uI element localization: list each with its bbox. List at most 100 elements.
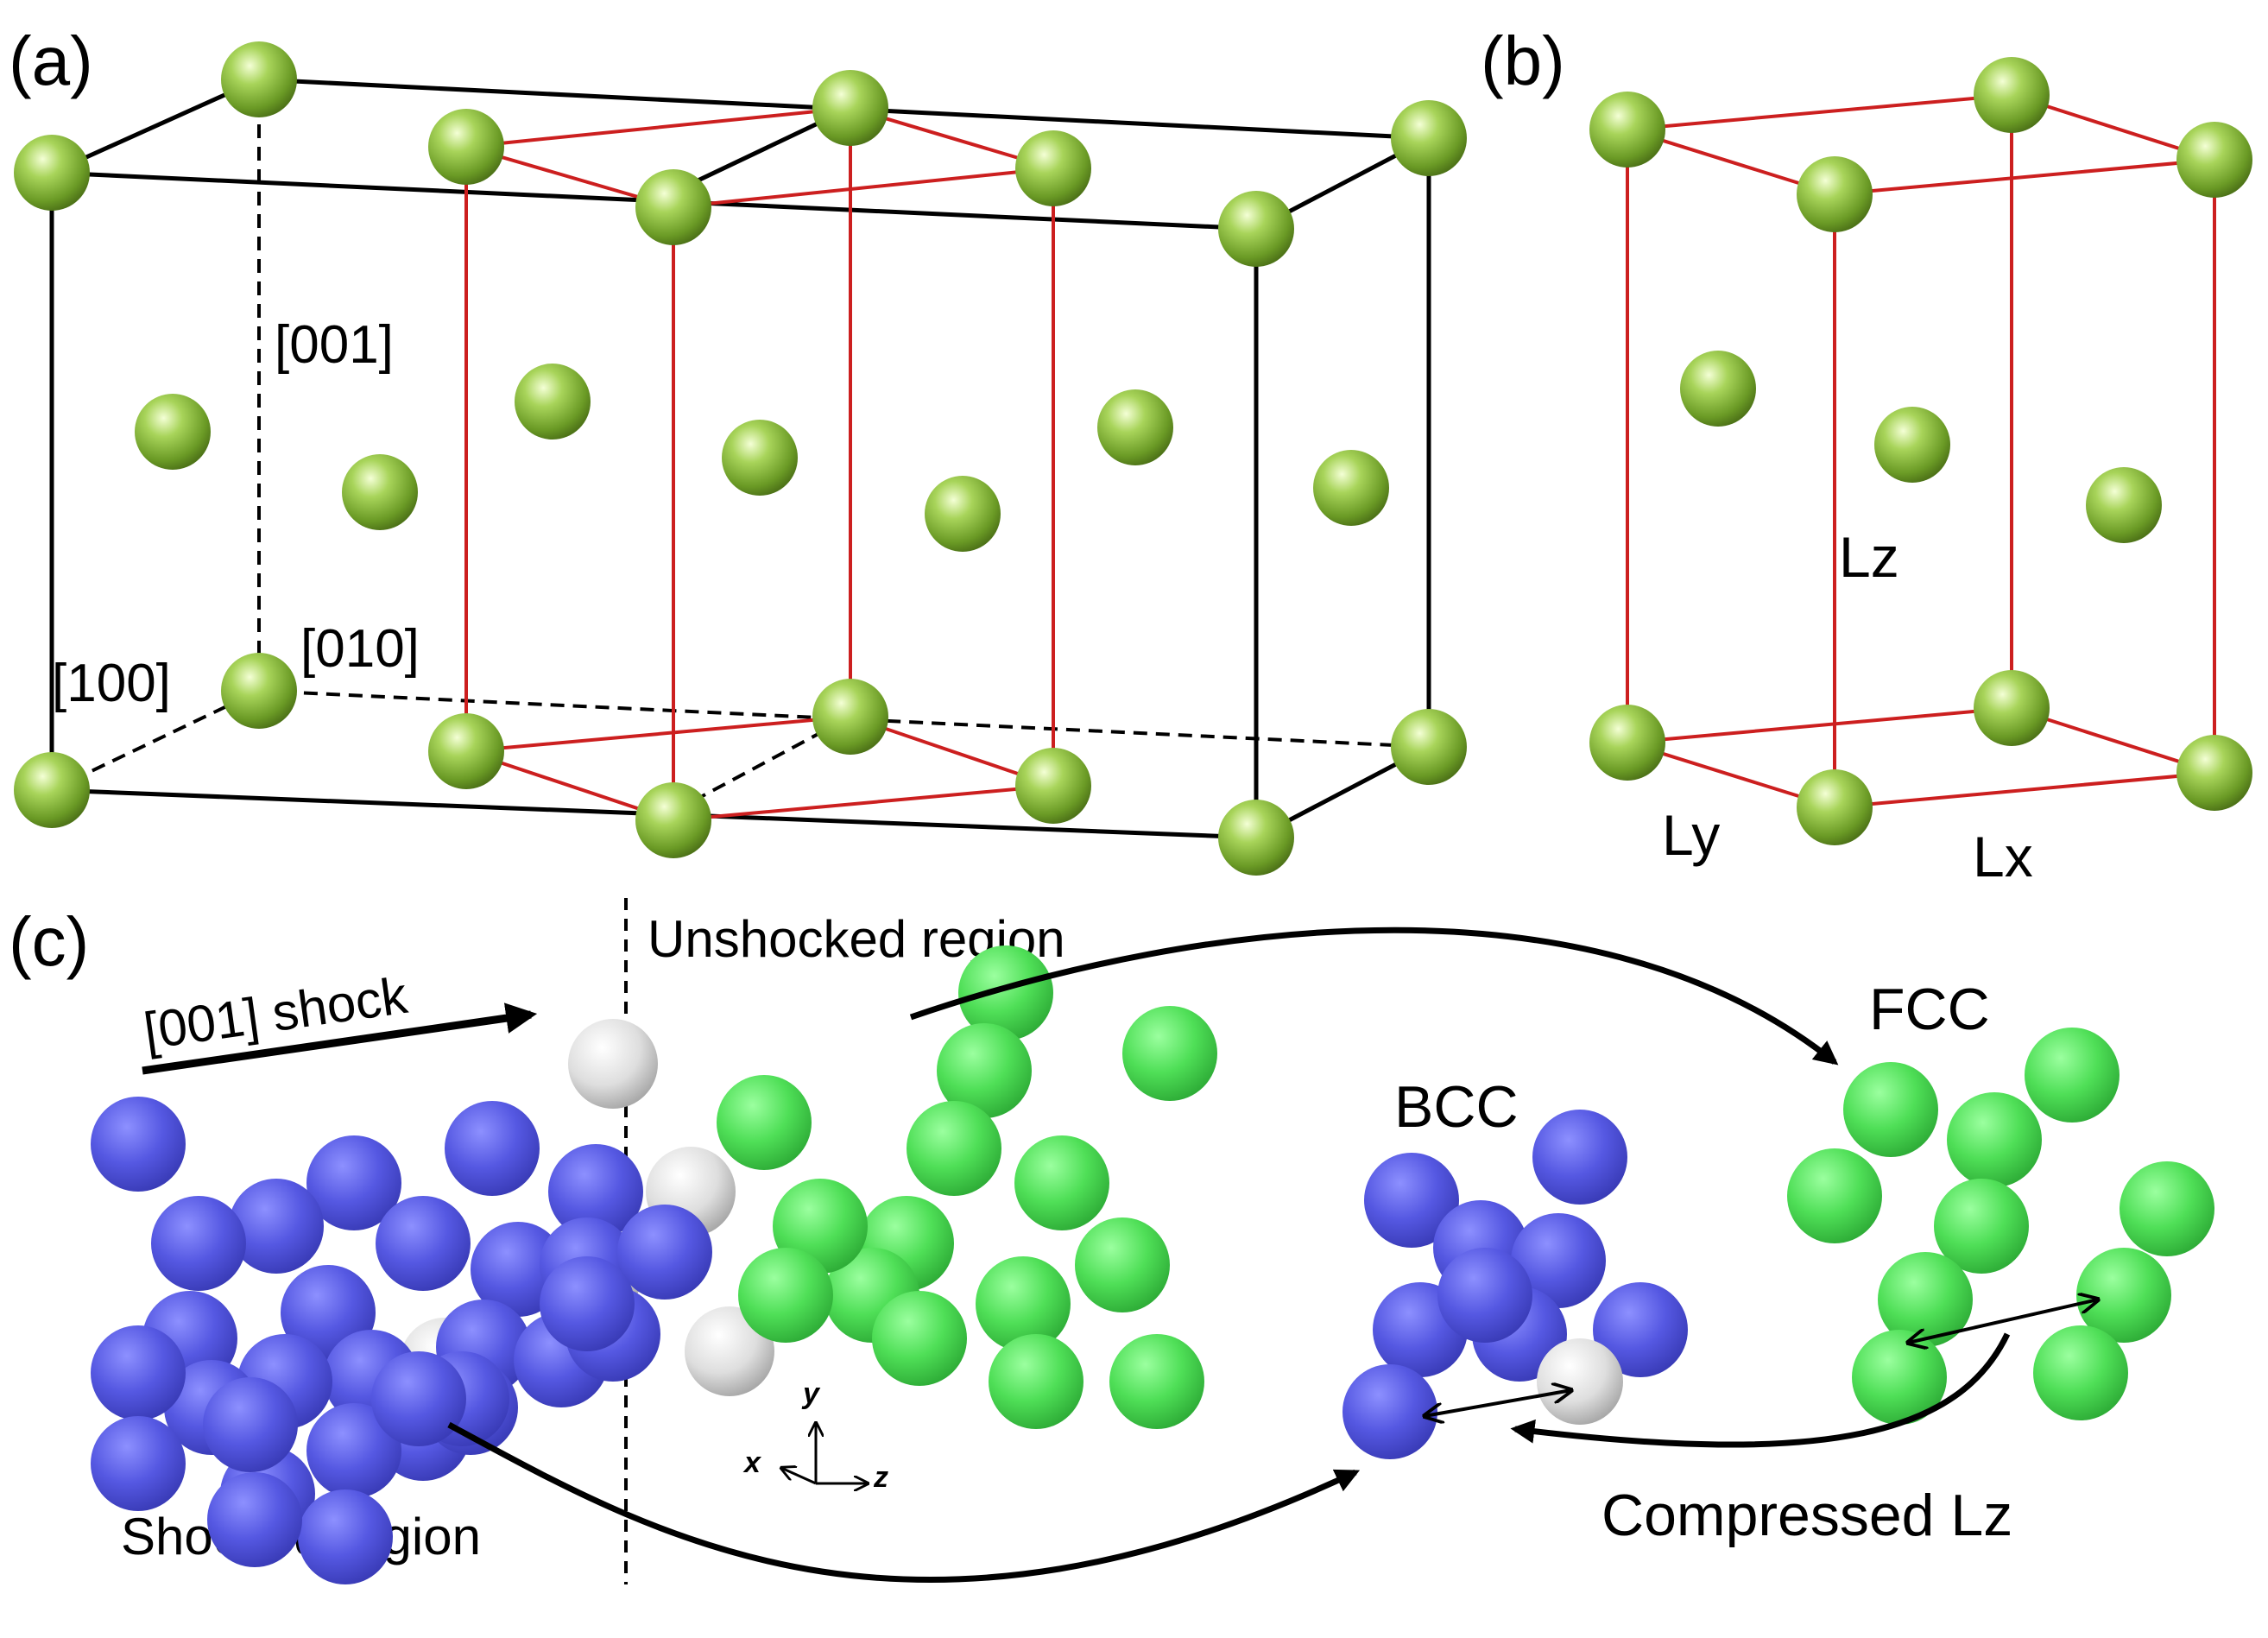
fcc-atom bbox=[515, 364, 591, 440]
unshocked-atom bbox=[1122, 1006, 1217, 1101]
fcc-atom bbox=[812, 679, 888, 755]
shocked-atom bbox=[1342, 1364, 1437, 1459]
shocked-atom bbox=[91, 1097, 186, 1192]
shocked-atom bbox=[371, 1351, 466, 1446]
shocked-atom bbox=[229, 1179, 324, 1274]
shock-arrow bbox=[142, 1002, 538, 1075]
shocked-atom bbox=[540, 1256, 635, 1351]
shocked-atom bbox=[376, 1196, 471, 1291]
fcc-atom bbox=[2086, 467, 2162, 543]
fcc-atom bbox=[925, 476, 1001, 552]
unshocked-atom bbox=[738, 1248, 833, 1343]
unshocked-atom bbox=[958, 945, 1053, 1040]
axis-z-label: z bbox=[873, 1461, 888, 1494]
fcc-atom bbox=[221, 653, 297, 729]
fcc-atom bbox=[1680, 351, 1756, 427]
fcc-atom bbox=[1391, 709, 1467, 785]
panel-c-label: (c) bbox=[9, 903, 89, 980]
shocked-atom bbox=[1437, 1248, 1532, 1343]
fcc-label: FCC bbox=[1869, 977, 1990, 1042]
fcc-atom bbox=[1874, 407, 1950, 483]
red-cell-edges-b bbox=[1626, 92, 2216, 810]
direction-001-label: [001] bbox=[275, 315, 394, 375]
unshocked-atom bbox=[1109, 1334, 1204, 1429]
length-lz-label: Lz bbox=[1839, 525, 1899, 589]
unshocked-to-fcc-arrow bbox=[909, 927, 1839, 1066]
fcc-atom bbox=[221, 41, 297, 117]
shocked-atom bbox=[1364, 1153, 1459, 1248]
unshocked-atom bbox=[1934, 1179, 2029, 1274]
interface-atom bbox=[685, 1306, 774, 1396]
unshocked-atom bbox=[1843, 1062, 1938, 1157]
shocked-atom bbox=[306, 1403, 401, 1498]
shocked-atom bbox=[306, 1135, 401, 1230]
fcc-to-bcc-arrow bbox=[1510, 1332, 2011, 1448]
shock-direction-label: [001] shock bbox=[140, 966, 411, 1060]
shocked-atom bbox=[1532, 1110, 1627, 1205]
length-ly-label: Ly bbox=[1662, 803, 1720, 867]
interface-atom bbox=[1537, 1338, 1623, 1425]
shocked-atom bbox=[207, 1472, 302, 1567]
panel-a: (a) [001] bbox=[9, 22, 1467, 876]
fcc-atom bbox=[1589, 705, 1665, 781]
direction-010-label: [010] bbox=[300, 619, 420, 679]
fcc-atom bbox=[1218, 800, 1294, 876]
unshocked-atom bbox=[1852, 1330, 1947, 1425]
shocked-atom bbox=[91, 1325, 186, 1420]
shocked-atom bbox=[1511, 1213, 1606, 1308]
atoms-c bbox=[91, 945, 2214, 1584]
unshocked-atom bbox=[2033, 1325, 2128, 1420]
fcc-atom bbox=[1974, 57, 2050, 133]
fcc-lz-arrow bbox=[1908, 1300, 2098, 1343]
shocked-atom bbox=[445, 1101, 540, 1196]
unshocked-atom bbox=[1075, 1217, 1170, 1312]
unshocked-atom bbox=[872, 1291, 967, 1386]
fcc-atom bbox=[1797, 769, 1873, 845]
fcc-atom bbox=[635, 782, 711, 858]
fcc-atom bbox=[2176, 735, 2252, 811]
fcc-atom bbox=[635, 169, 711, 245]
bcc-label: BCC bbox=[1394, 1074, 1519, 1140]
shocked-atom bbox=[548, 1144, 643, 1239]
fcc-atom bbox=[1589, 92, 1665, 168]
panel-c: (c) Unshocked region Shocked region [001… bbox=[9, 898, 2214, 1584]
unshocked-atom bbox=[937, 1023, 1032, 1118]
panel-b: (b) Lz Ly Lx bbox=[1481, 22, 2252, 889]
shocked-atom bbox=[298, 1489, 393, 1584]
unshocked-atom bbox=[1014, 1135, 1109, 1230]
fcc-atom bbox=[1797, 156, 1873, 232]
fcc-atom bbox=[14, 752, 90, 828]
fcc-atom bbox=[722, 420, 798, 496]
fcc-atom bbox=[1015, 130, 1091, 206]
unshocked-atom bbox=[717, 1075, 812, 1170]
fcc-atom bbox=[1015, 748, 1091, 824]
fcc-atom bbox=[428, 713, 504, 789]
compressed-lz-label: Compressed Lz bbox=[1601, 1483, 2012, 1548]
unshocked-atom bbox=[907, 1101, 1001, 1196]
fcc-atom bbox=[1974, 670, 2050, 746]
unshocked-atom bbox=[1787, 1148, 1882, 1243]
fcc-atom bbox=[14, 135, 90, 211]
interface-atom bbox=[568, 1019, 658, 1109]
fcc-atom bbox=[1097, 389, 1173, 465]
atoms-b bbox=[1589, 57, 2252, 845]
fcc-atom bbox=[428, 109, 504, 185]
fcc-atom bbox=[1391, 100, 1467, 176]
unshocked-atom bbox=[2120, 1161, 2214, 1256]
length-lx-label: Lx bbox=[1973, 825, 2033, 889]
fcc-atom bbox=[1218, 191, 1294, 267]
bcc-lz-arrow bbox=[1425, 1390, 1571, 1416]
fcc-atom bbox=[2176, 122, 2252, 198]
shocked-atom bbox=[617, 1205, 712, 1300]
fcc-atom bbox=[812, 70, 888, 146]
shocked-atom bbox=[151, 1196, 246, 1291]
shocked-atom bbox=[203, 1377, 298, 1472]
axis-x-label: x bbox=[742, 1446, 762, 1479]
direction-100-label: [100] bbox=[52, 654, 171, 713]
fcc-atom bbox=[342, 454, 418, 530]
unshocked-atom bbox=[989, 1334, 1083, 1429]
fcc-atom bbox=[1313, 450, 1389, 526]
shocked-atom bbox=[1593, 1282, 1688, 1377]
axis-y-label: y bbox=[801, 1377, 821, 1410]
